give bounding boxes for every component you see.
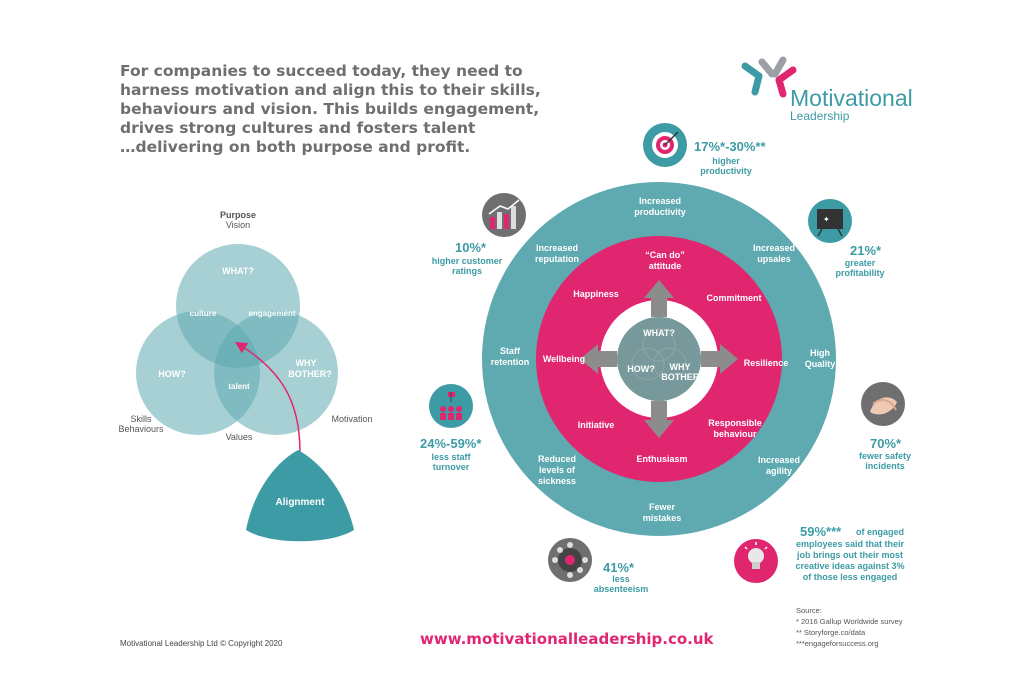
inner-label-resilience: Resilience: [744, 358, 789, 368]
outer-label-upsales: Increased: [753, 243, 795, 253]
stat-turnover-text: less staff: [431, 452, 471, 462]
headline-line: harness motivation and align this to the…: [120, 81, 541, 99]
stat-absenteeism-text: less: [612, 574, 630, 584]
venn-bottom-label: Values: [226, 432, 253, 442]
outer-label-quality: High: [810, 348, 830, 358]
stat-creative-text: of those less engaged: [803, 572, 898, 582]
center-how: HOW?: [627, 364, 655, 374]
inner-label-enthusiasm: Enthusiasm: [636, 454, 687, 464]
hands-icon: [861, 382, 905, 426]
stat-absenteeism-text: absenteeism: [594, 584, 649, 594]
stat-creative-text: of engaged: [856, 527, 904, 537]
source-item: ** Storyforge.co/data: [796, 628, 866, 637]
chalkboard-icon: ✦: [808, 199, 852, 243]
outer-label-upsales: upsales: [757, 254, 791, 264]
center-shade: [617, 317, 701, 401]
stat-safety-value: 70%*: [870, 436, 902, 451]
inner-label-commitment: Commitment: [706, 293, 761, 303]
source-title: Source:: [796, 606, 822, 615]
inner-label-responsible: Responsible: [708, 418, 762, 428]
outer-label-productivity: productivity: [634, 207, 686, 217]
outer-label-agility: Increased: [758, 455, 800, 465]
outer-label-productivity: Increased: [639, 196, 681, 206]
outer-label-retention: Staff: [500, 346, 521, 356]
venn-why: BOTHER?: [288, 369, 332, 379]
stat-creative-text: creative ideas against 3%: [795, 561, 904, 571]
outer-label-reputation: Increased: [536, 243, 578, 253]
alignment-arrow: [234, 341, 301, 453]
stat-creative-value: 59%***: [800, 524, 842, 539]
alignment-label: Alignment: [276, 497, 326, 508]
venn-why: WHY: [296, 358, 317, 368]
stat-profitability-text: greater: [845, 258, 876, 268]
source-item: ***engageforsuccess.org: [796, 639, 879, 648]
outer-label-reputation: reputation: [535, 254, 579, 264]
inner-label-can-do: “Can do”: [645, 250, 685, 260]
stat-turnover-value: 24%-59%*: [420, 436, 482, 451]
headline-line: behaviours and vision. This builds engag…: [120, 100, 540, 118]
venn-diagram: [136, 244, 338, 435]
headline-line: For companies to succeed today, they nee…: [120, 62, 523, 80]
center-why: WHY: [670, 362, 691, 372]
logo-sub: Leadership: [790, 109, 850, 123]
stat-profitability-value: 21%*: [850, 243, 882, 258]
venn-talent: talent: [228, 382, 250, 391]
inner-label-happiness: Happiness: [573, 289, 619, 299]
inner-label-responsible: behaviour: [713, 429, 757, 439]
venn-what: WHAT?: [222, 266, 254, 276]
outer-label-sickness: sickness: [538, 476, 576, 486]
svg-text:✦: ✦: [823, 215, 830, 224]
stat-safety-text: incidents: [865, 461, 905, 471]
center-arrows: [580, 280, 738, 438]
headline-line: drives strong cultures and fosters talen…: [120, 119, 476, 137]
stat-customer-text: ratings: [452, 266, 482, 276]
copyright: Motivational Leadership Ltd © Copyright …: [120, 639, 283, 648]
stat-safety-text: fewer safety: [859, 451, 911, 461]
outer-label-retention: retention: [491, 357, 530, 367]
venn-engagement: engagement: [248, 309, 295, 318]
stat-absenteeism-value: 41%*: [603, 560, 635, 575]
venn-top-label: Vision: [226, 220, 250, 230]
stat-customer-text: higher customer: [432, 256, 503, 266]
venn-left-label: Behaviours: [118, 424, 164, 434]
people-circle-icon: [548, 538, 592, 582]
sources: Source: * 2016 Gallup Worldwide survey *…: [796, 605, 903, 649]
stat-turnover-text: turnover: [433, 462, 470, 472]
team-icon: [429, 384, 473, 428]
logo-name: Motivational: [790, 85, 913, 111]
alignment-shape: [246, 450, 354, 542]
inner-label-initiative: Initiative: [578, 420, 615, 430]
center-what: WHAT?: [643, 328, 675, 338]
outer-label-quality: Quality: [805, 359, 836, 369]
source-item: * 2016 Gallup Worldwide survey: [796, 617, 903, 626]
inner-label-wellbeing: Wellbeing: [543, 354, 585, 364]
stat-productivity-text: higher: [712, 156, 740, 166]
stat-profitability-text: profitability: [836, 268, 885, 278]
stat-productivity-text: productivity: [700, 166, 752, 176]
center-why: BOTHER?: [661, 372, 705, 382]
headline: For companies to succeed today, they nee…: [120, 62, 541, 157]
outer-label-sickness: Reduced: [538, 454, 576, 464]
stat-creative-text: job brings out their most: [796, 550, 903, 560]
inner-label-can-do: attitude: [649, 261, 682, 271]
outer-label-mistakes: mistakes: [643, 513, 682, 523]
venn-how: HOW?: [158, 369, 186, 379]
venn-top-label: Purpose: [220, 210, 256, 220]
venn-culture: culture: [190, 309, 217, 318]
venn-right-label: Motivation: [331, 414, 372, 424]
headline-line: …delivering on both purpose and profit.: [120, 138, 471, 156]
venn-left-label: Skills: [130, 414, 152, 424]
lightbulb-icon: [734, 539, 778, 583]
target-icon: [643, 123, 687, 167]
logo-mark: [741, 56, 797, 98]
website-link[interactable]: www.motivationalleadership.co.uk: [420, 630, 714, 648]
outer-label-sickness: levels of: [539, 465, 576, 475]
stat-productivity-value: 17%*-30%**: [694, 139, 766, 154]
stat-creative-text: employees said that their: [796, 539, 905, 549]
bar-chart-icon: [482, 193, 526, 237]
stat-customer-value: 10%*: [455, 240, 487, 255]
outer-label-agility: agility: [766, 466, 792, 476]
outer-label-mistakes: Fewer: [649, 502, 676, 512]
